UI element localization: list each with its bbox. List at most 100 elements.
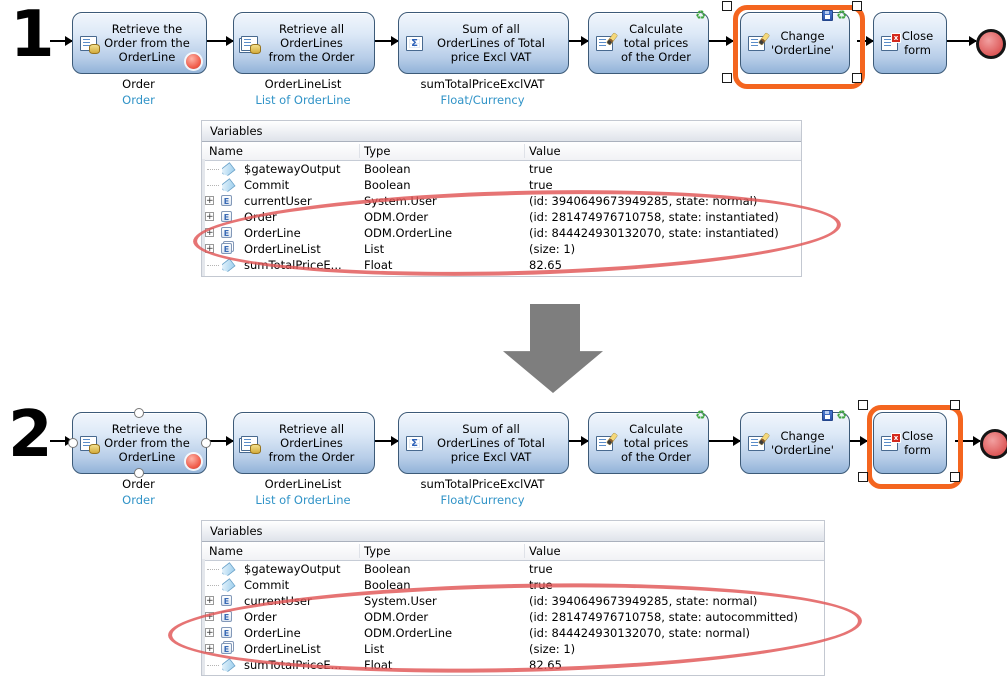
- activity-calculate-prices[interactable]: Calculate total prices of the Order ♻: [588, 8, 709, 74]
- tag-icon: [219, 658, 235, 674]
- variable-name: OrderLine: [244, 226, 301, 240]
- activity-retrieve-order[interactable]: Retrieve the Order from the OrderLine: [72, 12, 207, 74]
- selection-handle[interactable]: [722, 1, 732, 11]
- column-header-name[interactable]: Name: [209, 544, 243, 558]
- variable-value: (id: 3940649673949285, state: normal): [529, 194, 758, 208]
- close-badge-icon: x: [891, 33, 901, 43]
- end-event[interactable]: [976, 29, 1006, 59]
- expander-icon[interactable]: +: [205, 228, 214, 238]
- retrieve-db-icon: [80, 436, 100, 454]
- column-header-name[interactable]: Name: [209, 144, 243, 158]
- variable-row-commit[interactable]: Commit Boolean true: [202, 177, 801, 193]
- end-event[interactable]: [980, 429, 1007, 459]
- tag-icon: [219, 562, 235, 578]
- sum-icon: Σ: [406, 436, 423, 451]
- variable-row-orderlinelist[interactable]: + E OrderLineList List (size: 1): [202, 641, 824, 657]
- variable-type: Boolean: [364, 178, 411, 192]
- output-name: sumTotalPriceExclVAT: [420, 477, 545, 491]
- edit-form-icon: [748, 36, 765, 51]
- output-name: sumTotalPriceExclVAT: [420, 77, 545, 91]
- selection-handle[interactable]: [858, 400, 868, 410]
- variable-row-sumtotalprice[interactable]: sumTotalPriceE... Float 82.65: [202, 257, 801, 273]
- variable-row-gatewayoutput[interactable]: $gatewayOutput Boolean true: [202, 561, 824, 577]
- output-name: Order: [122, 477, 155, 491]
- activity-retrieve-order[interactable]: Retrieve the Order from the OrderLine: [72, 412, 207, 474]
- selection-handle[interactable]: [858, 472, 868, 482]
- flow-connector: [945, 36, 977, 46]
- variable-type: ODM.OrderLine: [364, 226, 453, 240]
- variable-row-currentuser[interactable]: + E currentUser System.User (id: 3940649…: [202, 593, 824, 609]
- variables-panel-title: Variables: [202, 121, 801, 142]
- expander-icon[interactable]: +: [205, 244, 214, 254]
- activity-close-form[interactable]: x Close form: [873, 12, 947, 74]
- activity-sum-orderlines[interactable]: Σ Sum of all OrderLines of Total price E…: [398, 12, 569, 74]
- selection-handle[interactable]: [722, 73, 732, 83]
- selection-handle[interactable]: [852, 73, 862, 83]
- activity-retrieve-orderlines[interactable]: Retrieve all OrderLines from the Order: [233, 12, 375, 74]
- expander-icon[interactable]: +: [205, 612, 214, 622]
- connection-handle[interactable]: [134, 408, 144, 418]
- activity-label: Change 'OrderLine': [771, 429, 834, 457]
- close-form-icon: x: [881, 433, 901, 451]
- variable-value: (id: 844424930132070, state: instantiate…: [529, 226, 779, 240]
- expander-icon[interactable]: +: [205, 596, 214, 606]
- activity-change-orderline[interactable]: Change 'OrderLine' ♻: [740, 9, 850, 74]
- variable-row-orderlinelist[interactable]: + E OrderLineList List (size: 1): [202, 241, 801, 257]
- sync-icon: ♻: [695, 8, 706, 22]
- variable-name: Commit: [244, 578, 290, 592]
- variable-name: sumTotalPriceE...: [244, 258, 342, 272]
- flow-connector: [707, 36, 734, 46]
- variable-value: 82.65: [529, 658, 562, 672]
- variable-value: true: [529, 578, 553, 592]
- variable-name: OrderLineList: [244, 242, 321, 256]
- variable-type: System.User: [364, 194, 437, 208]
- activity-calculate-prices[interactable]: Calculate total prices of the Order ♻: [588, 409, 709, 474]
- variable-row-order[interactable]: + E Order ODM.Order (id: 281474976710758…: [202, 609, 824, 625]
- entity-icon: E: [221, 595, 232, 606]
- variable-row-orderline[interactable]: + E OrderLine ODM.OrderLine (id: 8444249…: [202, 225, 801, 241]
- expander-icon[interactable]: +: [205, 212, 214, 222]
- variable-name: $gatewayOutput: [244, 162, 341, 176]
- activity-sum-orderlines[interactable]: Σ Sum of all OrderLines of Total price E…: [398, 412, 569, 474]
- expander-icon[interactable]: +: [205, 196, 214, 206]
- selection-handle[interactable]: [852, 1, 862, 11]
- variables-panel: Variables Name Type Value $gatewayOutput…: [201, 120, 802, 277]
- selection-handle[interactable]: [950, 472, 960, 482]
- variable-row-commit[interactable]: Commit Boolean true: [202, 577, 824, 593]
- variable-row-order[interactable]: + E Order ODM.Order (id: 281474976710758…: [202, 209, 801, 225]
- selection-handle[interactable]: [950, 400, 960, 410]
- column-separator: [359, 544, 360, 558]
- close-form-icon: x: [881, 33, 901, 51]
- connection-handle[interactable]: [68, 438, 78, 448]
- retrieve-list-db-icon: [241, 36, 261, 54]
- flow-connector: [205, 436, 234, 446]
- flow-connector: [567, 436, 589, 446]
- column-header-value[interactable]: Value: [529, 144, 561, 158]
- variables-header-row: Name Type Value: [202, 542, 824, 561]
- activity-close-form[interactable]: x Close form: [873, 412, 947, 474]
- column-header-value[interactable]: Value: [529, 544, 561, 558]
- connection-handle[interactable]: [134, 468, 144, 478]
- variable-name: OrderLine: [244, 626, 301, 640]
- variable-row-orderline[interactable]: + E OrderLine ODM.OrderLine (id: 8444249…: [202, 625, 824, 641]
- variable-value: 82.65: [529, 258, 562, 272]
- expander-icon[interactable]: +: [205, 644, 214, 654]
- flow-connector: [707, 436, 741, 446]
- sum-icon: Σ: [406, 36, 423, 51]
- column-header-type[interactable]: Type: [364, 544, 391, 558]
- variable-row-currentuser[interactable]: + E currentUser System.User (id: 3940649…: [202, 193, 801, 209]
- activity-change-orderline[interactable]: Change 'OrderLine' ♻: [740, 408, 850, 474]
- activity-retrieve-orderlines[interactable]: Retrieve all OrderLines from the Order: [233, 412, 375, 474]
- close-badge-icon: x: [891, 433, 901, 443]
- column-header-type[interactable]: Type: [364, 144, 391, 158]
- variable-row-gatewayoutput[interactable]: $gatewayOutput Boolean true: [202, 161, 801, 177]
- variable-row-sumtotalprice[interactable]: sumTotalPriceE... Float 82.65: [202, 657, 824, 673]
- column-separator: [359, 144, 360, 158]
- expander-icon[interactable]: +: [205, 628, 214, 638]
- connection-handle[interactable]: [201, 438, 211, 448]
- variable-name: Order: [244, 210, 277, 224]
- variable-type: Boolean: [364, 162, 411, 176]
- flow-connector: [848, 436, 868, 446]
- sync-icon: ♻: [836, 408, 847, 422]
- breakpoint-indicator: [186, 54, 201, 69]
